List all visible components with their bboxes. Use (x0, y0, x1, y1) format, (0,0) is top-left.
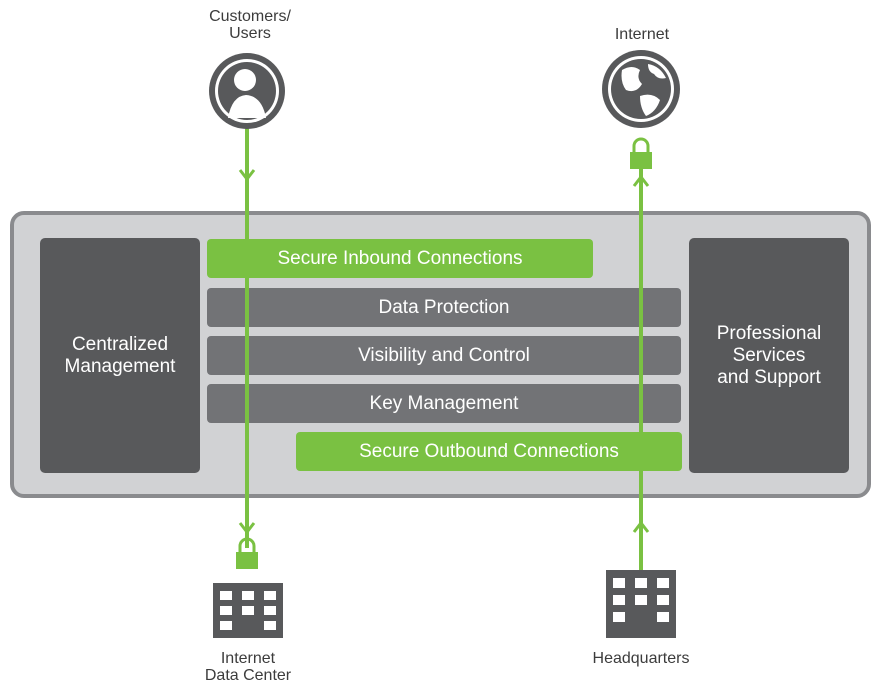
professional-services-panel: Professional Services and Support (689, 238, 849, 473)
building-icon (213, 583, 283, 638)
headquarters-label: Headquarters (592, 650, 690, 667)
building-icon (606, 570, 676, 638)
secure-inbound-connections-bar: Secure Inbound Connections (207, 239, 593, 278)
centralized-management-panel: Centralized Management (40, 238, 200, 473)
globe-icon (602, 50, 680, 128)
up-arrow-icon (632, 174, 650, 187)
internet-label: Internet (614, 26, 670, 43)
down-arrow-icon (238, 169, 256, 182)
visibility-and-control-bar: Visibility and Control (207, 336, 681, 375)
key-management-bar: Key Management (207, 384, 681, 423)
up-arrow-icon (632, 520, 650, 533)
lock-icon (630, 137, 652, 169)
customers-label: Customers/ Users (209, 8, 291, 42)
lock-icon (236, 537, 258, 569)
user-icon (209, 53, 285, 129)
down-arrow-icon (238, 522, 256, 535)
secure-outbound-connections-bar: Secure Outbound Connections (296, 432, 682, 471)
data-center-label: Internet Data Center (204, 650, 292, 684)
data-protection-bar: Data Protection (207, 288, 681, 327)
